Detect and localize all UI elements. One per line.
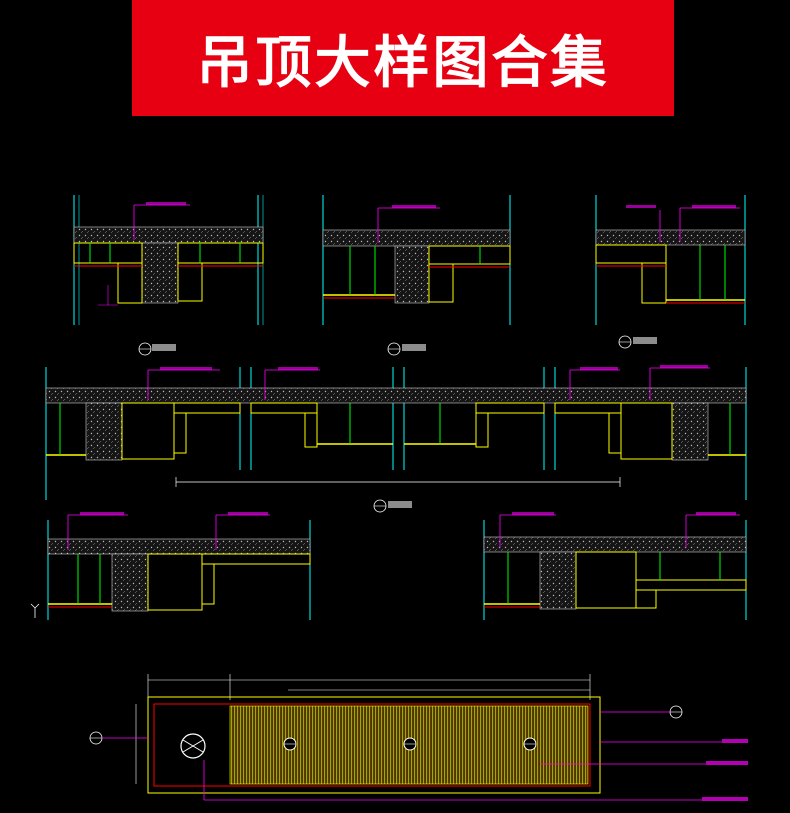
- light-fixture-icon: [523, 737, 537, 751]
- section-symbol-icon: [600, 705, 683, 719]
- section-detail-4: [45, 365, 747, 513]
- page-title: 吊顶大样图合集: [196, 30, 610, 96]
- cad-ucs-icon: [30, 603, 40, 618]
- section-detail-2: [322, 195, 511, 356]
- light-fixture-icon: [180, 733, 206, 759]
- light-fixture-icon: [283, 737, 297, 751]
- section-detail-3: [595, 195, 746, 349]
- section-detail-6: [483, 512, 747, 620]
- ceiling-plan-detail: [89, 674, 748, 801]
- title-banner: 吊顶大样图合集: [132, 0, 674, 116]
- section-detail-1: [73, 195, 264, 356]
- light-fixture-icon: [403, 737, 417, 751]
- section-detail-5: [47, 512, 311, 620]
- section-symbol-icon: [89, 731, 148, 745]
